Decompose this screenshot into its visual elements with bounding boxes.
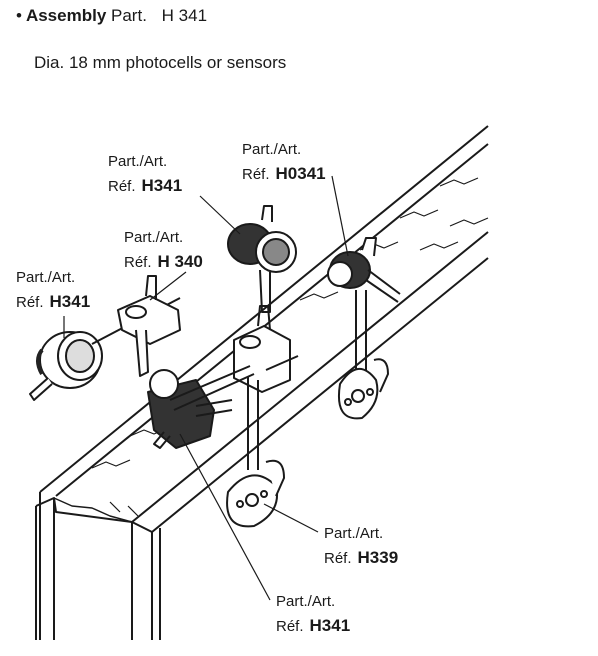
label-h0341: Part./Art. Réf.H0341 xyxy=(242,141,326,183)
label-h339: Part./Art. Réf.H339 xyxy=(324,525,399,567)
sensor-top xyxy=(227,205,297,313)
conveyor-rail-top-inner xyxy=(55,143,489,497)
conveyor-channel-side xyxy=(131,522,161,640)
subtitle: Dia. 18 mm photocells or sensors xyxy=(34,53,287,72)
conveyor-rail-top xyxy=(39,125,489,493)
title: •Assembly Part. H 341 xyxy=(16,6,207,26)
sensor-bottom xyxy=(147,369,233,449)
title-part-number: H 341 xyxy=(161,6,208,25)
label-h341-bottom: Part./Art. Réf.H341 xyxy=(276,593,351,635)
bullet: • xyxy=(16,6,22,25)
conveyor-rail-mid xyxy=(131,231,489,523)
sensor-left xyxy=(29,331,103,401)
label-h341-left: Part./Art. Réf.H341 xyxy=(16,269,91,311)
bracket-h340 xyxy=(117,275,181,377)
sensor-right xyxy=(327,237,401,370)
label-h340: Part./Art. Réf.H 340 xyxy=(124,229,203,271)
label-h341-top: Part./Art. Réf.H341 xyxy=(108,153,183,195)
clamp-h339 xyxy=(226,459,285,528)
conveyor-channel-front xyxy=(35,492,55,640)
clamp-right xyxy=(338,358,389,420)
bracket-center xyxy=(233,305,299,470)
title-part: Part. xyxy=(111,6,147,25)
title-assembly: Assembly xyxy=(25,6,107,25)
